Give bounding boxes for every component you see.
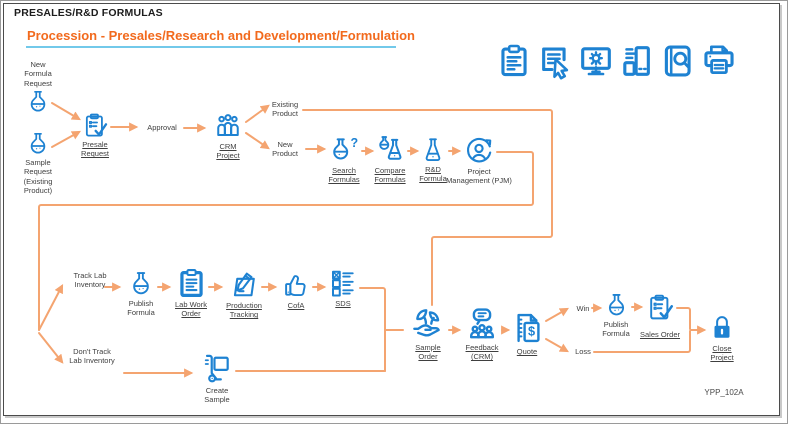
label-track-lab-inventory: Track Lab Inventory xyxy=(73,271,107,290)
hand-truck-icon xyxy=(201,352,234,385)
node-project-management: Project Management (PJM) xyxy=(444,134,514,186)
node-production-tracking[interactable]: Production Tracking xyxy=(217,269,271,320)
erlenmeyer-flask-icon xyxy=(419,136,447,164)
invoice-dollar-icon xyxy=(509,310,545,346)
node-quote[interactable]: Quote xyxy=(506,310,548,356)
node-sds[interactable]: SDS xyxy=(321,268,365,308)
node-label: Close Project xyxy=(710,344,734,363)
form-clipboard-icon[interactable] xyxy=(497,40,531,82)
node-label: Feedback (CRM) xyxy=(465,343,499,362)
print-icon[interactable] xyxy=(702,40,736,82)
node-label: CRM Project xyxy=(216,142,240,161)
label-loss: Loss xyxy=(575,347,591,356)
label-approval: Approval xyxy=(147,123,177,132)
node-sales-order[interactable]: Sales Order xyxy=(636,293,684,339)
node-label: Compare Formulas xyxy=(374,166,406,185)
node-label: Lab Work Order xyxy=(175,300,207,319)
padlock-icon xyxy=(707,313,737,343)
node-presale-request[interactable]: Presale Request xyxy=(72,112,118,159)
monitor-settings-icon[interactable] xyxy=(579,40,613,82)
node-create-sample: Create Sample xyxy=(194,352,240,405)
node-sample-request: Sample Request (Existing Product) xyxy=(10,131,66,196)
flask-icon xyxy=(603,292,630,319)
node-label: Presale Request xyxy=(81,140,109,159)
record-search-icon[interactable] xyxy=(661,40,695,82)
node-lab-work-order[interactable]: Lab Work Order xyxy=(167,268,215,319)
node-label: Production Tracking xyxy=(226,301,262,320)
label-existing-product: Existing Product xyxy=(271,100,299,119)
node-label: Sales Order xyxy=(639,330,681,339)
node-label: New Formula Request xyxy=(24,60,52,88)
flask-question-icon xyxy=(329,135,360,165)
label-dont-track-lab-inventory: Don't Track Lab Inventory xyxy=(69,347,115,366)
node-publish-formula-win: Publish Formula xyxy=(593,292,639,339)
hand-leaves-icon xyxy=(410,306,446,342)
node-compare-formulas[interactable]: Compare Formulas xyxy=(368,135,412,185)
toolbar xyxy=(497,40,736,82)
clipboard-check-icon xyxy=(82,112,109,139)
node-publish-formula-lab: Publish Formula xyxy=(118,270,164,318)
label-new-product: New Product xyxy=(272,140,298,159)
node-new-formula-request: New Formula Request xyxy=(10,60,66,115)
document-select-icon[interactable] xyxy=(538,40,572,82)
checklist-icon xyxy=(328,268,358,298)
node-label: CofA xyxy=(287,301,305,310)
node-rd-formula[interactable]: R&D Formula xyxy=(411,136,455,184)
flask-icon xyxy=(25,89,51,115)
node-sample-order[interactable]: Sample Order xyxy=(404,306,452,362)
people-group-icon xyxy=(213,111,243,141)
clipboard-check-icon xyxy=(646,293,675,322)
pencil-document-icon xyxy=(229,269,260,300)
node-label: Search Formulas xyxy=(328,166,360,185)
node-close-project[interactable]: Close Project xyxy=(702,313,742,363)
node-label: R&D Formula xyxy=(419,165,447,184)
breadcrumb: PRESALES/R&D FORMULAS xyxy=(14,7,163,19)
node-label: Create Sample xyxy=(204,386,230,405)
feedback-bubble-people-icon xyxy=(464,306,500,342)
flask-icon xyxy=(127,270,155,298)
person-cycle-icon xyxy=(463,134,495,166)
node-label: SDS xyxy=(335,299,351,308)
node-crm-project[interactable]: CRM Project xyxy=(203,111,253,161)
flask-icon xyxy=(25,131,51,157)
thumbs-up-icon xyxy=(282,271,311,300)
device-reports-icon[interactable] xyxy=(620,40,654,82)
node-label: Sample Order xyxy=(415,343,441,362)
node-cofa[interactable]: CofA xyxy=(274,271,318,310)
flask-pair-icon xyxy=(375,135,405,165)
node-label: Publish Formula xyxy=(602,320,630,339)
clipboard-icon xyxy=(176,268,207,299)
page-border xyxy=(3,3,780,416)
node-label: Publish Formula xyxy=(127,299,155,318)
node-label: Project Management (PJM) xyxy=(446,167,512,186)
node-feedback-crm[interactable]: Feedback (CRM) xyxy=(458,306,506,362)
diagram-code: YPP_102A xyxy=(704,388,744,397)
node-label: Sample Request (Existing Product) xyxy=(23,158,53,196)
node-search-formulas[interactable]: Search Formulas xyxy=(321,135,367,185)
title-underline xyxy=(26,46,396,48)
label-win: Win xyxy=(576,304,590,313)
node-label: Quote xyxy=(516,347,538,356)
page-title: Procession - Presales/Research and Devel… xyxy=(27,28,415,43)
